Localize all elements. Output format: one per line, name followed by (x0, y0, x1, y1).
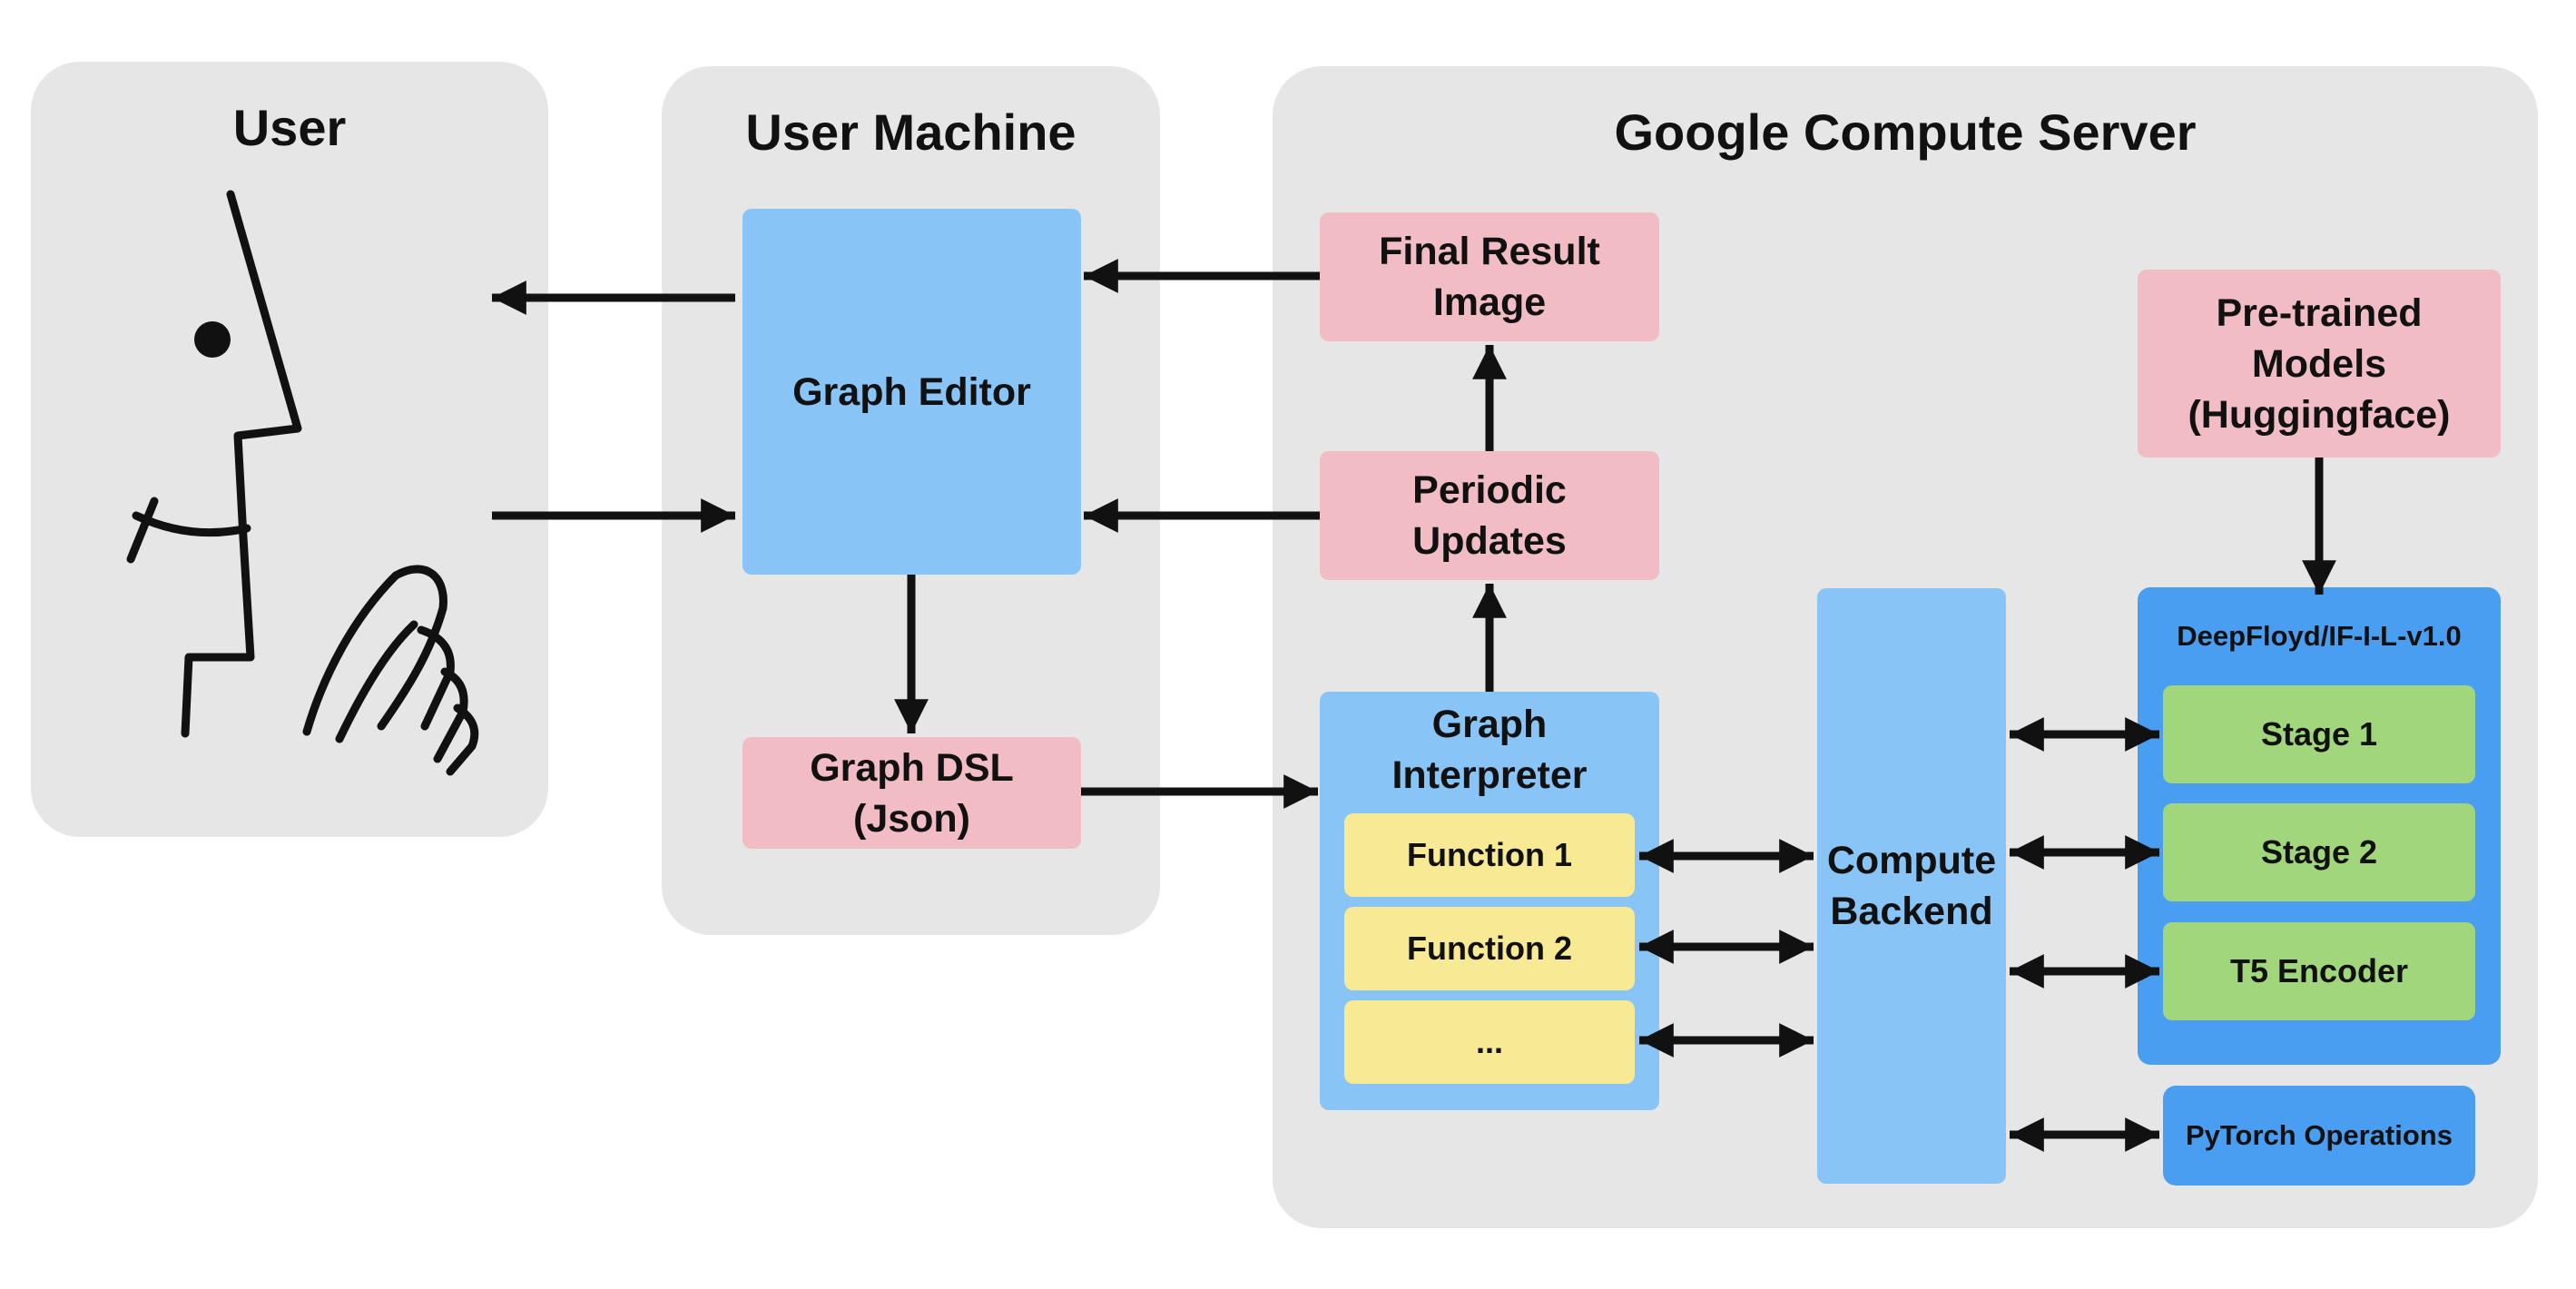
periodic-updates-box: Periodic Updates (1320, 451, 1659, 580)
function-2-label: Function 2 (1407, 930, 1572, 967)
periodic-updates-line-1: Periodic (1412, 468, 1567, 512)
graph-dsl-label: Graph DSL (Json) (810, 745, 1014, 841)
graph-editor-label: Graph Editor (792, 369, 1031, 414)
user-panel: User (31, 62, 548, 837)
final-result-image-box: Final Result Image (1320, 212, 1659, 341)
function-more-box: ... (1344, 1000, 1635, 1084)
user-machine-panel-title: User Machine (745, 103, 1077, 161)
pretrained-line-1: Pre-trained (2216, 290, 2423, 335)
graph-interpreter-title: Graph Interpreter (1320, 699, 1659, 801)
compute-backend-box: Compute Backend (1817, 588, 2006, 1184)
function-1-label: Function 1 (1407, 836, 1572, 873)
pretrained-line-3: (Huggingface) (2188, 392, 2451, 437)
function-more-label: ... (1475, 1023, 1503, 1060)
function-2-box: Function 2 (1344, 907, 1635, 990)
deepfloyd-model-title: DeepFloyd/IF-I-L-v1.0 (2177, 620, 2462, 652)
periodic-updates-line-2: Updates (1412, 519, 1567, 563)
stage-1-box: Stage 1 (2163, 685, 2475, 783)
graph-dsl-box: Graph DSL (Json) (742, 737, 1081, 849)
pytorch-operations-label: PyTorch Operations (2186, 1119, 2453, 1151)
user-panel-title: User (232, 99, 347, 156)
t5-encoder-box: T5 Encoder (2163, 922, 2475, 1020)
stage-1-label: Stage 1 (2260, 715, 2378, 753)
compute-backend-line-1: Compute (1826, 839, 1997, 882)
final-result-line-1: Final Result (1379, 230, 1600, 273)
google-compute-server-panel-title: Google Compute Server (1614, 103, 2197, 161)
pytorch-operations-box: PyTorch Operations (2163, 1086, 2475, 1186)
pretrained-line-2: Models (2251, 341, 2387, 386)
user-figure-icon (126, 190, 479, 776)
graph-editor-box[interactable]: Graph Editor (742, 209, 1081, 575)
compute-backend-line-2: Backend (1830, 890, 1993, 933)
final-result-line-2: Image (1432, 280, 1547, 324)
stage-2-box: Stage 2 (2163, 803, 2475, 901)
stage-2-label: Stage 2 (2260, 833, 2378, 871)
t5-encoder-label: T5 Encoder (2229, 952, 2409, 989)
pretrained-models-box: Pre-trained Models (Huggingface) (2138, 270, 2501, 458)
graph-interpreter-title-line-1: Graph (1431, 703, 1548, 746)
function-1-box: Function 1 (1344, 813, 1635, 897)
graph-interpreter-title-line-2: Interpreter (1391, 753, 1588, 797)
